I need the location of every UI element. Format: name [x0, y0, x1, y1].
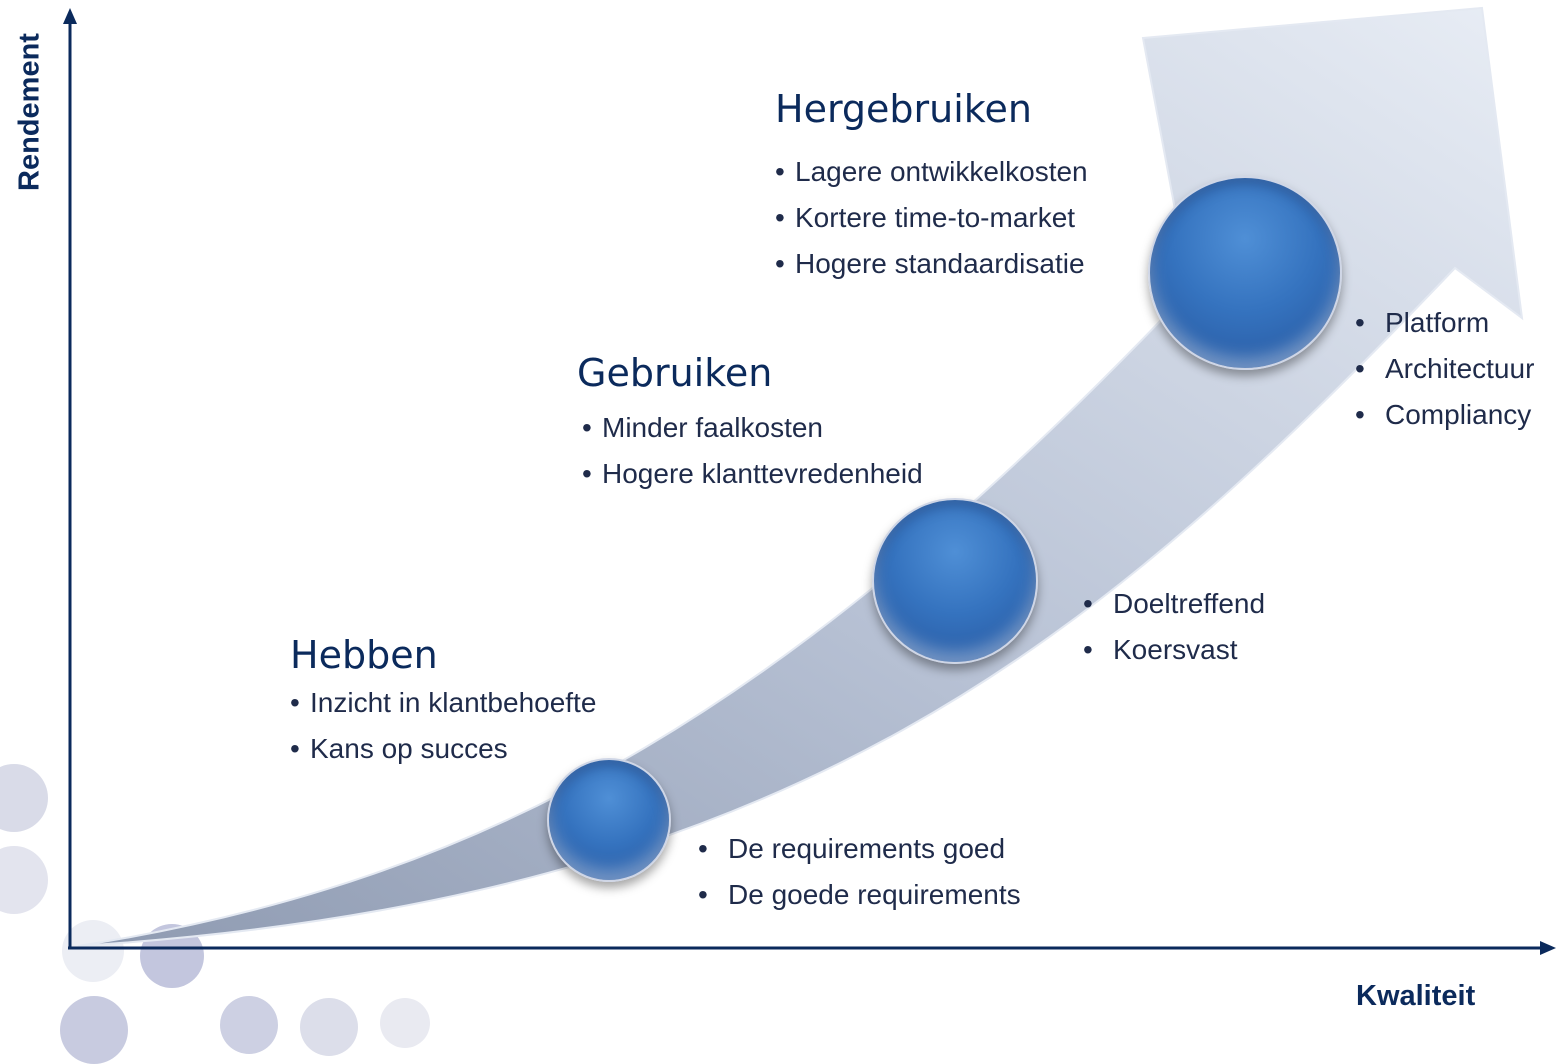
point-text: Compliancy [1385, 399, 1532, 430]
milestone-circle-gebruiken [872, 498, 1038, 664]
bullet-icon: • [775, 156, 785, 187]
benefits-list-hebben: • Inzicht in klantbehoefte • Kans op succe… [290, 680, 596, 772]
bullet-icon: • [582, 412, 592, 443]
point-item: • Compliancy [1355, 392, 1534, 438]
benefit-item: • Minder faalkosten [582, 405, 923, 451]
growth-diagram [63, 6, 1556, 955]
point-item: • Koersvast [1083, 627, 1265, 673]
benefit-item: • Kortere time-to-market [775, 195, 1088, 241]
x-axis-arrowhead [1540, 941, 1556, 955]
milestone-circle-hergebruiken [1148, 176, 1342, 370]
decor-dot [62, 920, 124, 982]
point-text: Doeltreffend [1113, 588, 1266, 619]
benefit-text: Kans op succes [310, 733, 508, 764]
point-text: De goede requirements [728, 879, 1021, 910]
benefits-list-gebruiken: • Minder faalkosten • Hogere klanttevreden… [582, 405, 923, 497]
bullet-icon: • [1355, 399, 1365, 430]
bullet-icon: • [1355, 353, 1365, 384]
bullet-icon: • [1083, 634, 1093, 665]
point-item: • Platform [1355, 300, 1534, 346]
bullet-icon: • [290, 733, 300, 764]
bullet-icon: • [775, 248, 785, 279]
bullet-icon: • [582, 458, 592, 489]
point-item: • Architectuur [1355, 346, 1534, 392]
benefit-text: Inzicht in klantbehoefte [310, 687, 597, 718]
y-axis-label: Rendement [13, 33, 46, 191]
y-axis-arrowhead [63, 8, 77, 24]
point-text: Koersvast [1113, 634, 1238, 665]
stage-title-gebruiken: Gebruiken [577, 351, 773, 395]
stage-title-hergebruiken: Hergebruiken [775, 87, 1032, 131]
benefit-item: • Kans op succes [290, 726, 596, 772]
benefit-item: • Inzicht in klantbehoefte [290, 680, 596, 726]
benefit-item: • Hogere klanttevredenheid [582, 451, 923, 497]
bullet-icon: • [1355, 307, 1365, 338]
benefits-list-hergebruiken: • Lagere ontwikkelkosten • Kortere time-to… [775, 149, 1088, 287]
bullet-icon: • [775, 202, 785, 233]
milestone-circle-hebben [547, 758, 671, 882]
bullet-icon: • [698, 833, 708, 864]
benefit-text: Minder faalkosten [602, 412, 824, 443]
point-text: De requirements goed [728, 833, 1006, 864]
x-axis-label: Kwaliteit [1356, 980, 1476, 1012]
points-list-hebben: • De requirements goed • De goede requirem… [698, 826, 1021, 918]
benefit-text: Hogere klanttevredenheid [602, 458, 923, 489]
point-text: Platform [1385, 307, 1490, 338]
benefit-text: Lagere ontwikkelkosten [795, 156, 1088, 187]
point-item: • De requirements goed [698, 826, 1021, 872]
stage-title-hebben: Hebben [290, 633, 438, 677]
bullet-icon: • [1083, 588, 1093, 619]
benefit-text: Hogere standaardisatie [795, 248, 1085, 279]
point-item: • De goede requirements [698, 872, 1021, 918]
benefit-item: • Hogere standaardisatie [775, 241, 1088, 287]
benefit-text: Kortere time-to-market [795, 202, 1076, 233]
benefit-item: • Lagere ontwikkelkosten [775, 149, 1088, 195]
bullet-icon: • [698, 879, 708, 910]
points-list-gebruiken: • Doeltreffend • Koersvast [1083, 581, 1265, 673]
bullet-icon: • [290, 687, 300, 718]
points-list-hergebruiken: • Platform • Architectuur • Compliancy [1355, 300, 1534, 438]
point-text: Architectuur [1385, 353, 1535, 384]
point-item: • Doeltreffend [1083, 581, 1265, 627]
